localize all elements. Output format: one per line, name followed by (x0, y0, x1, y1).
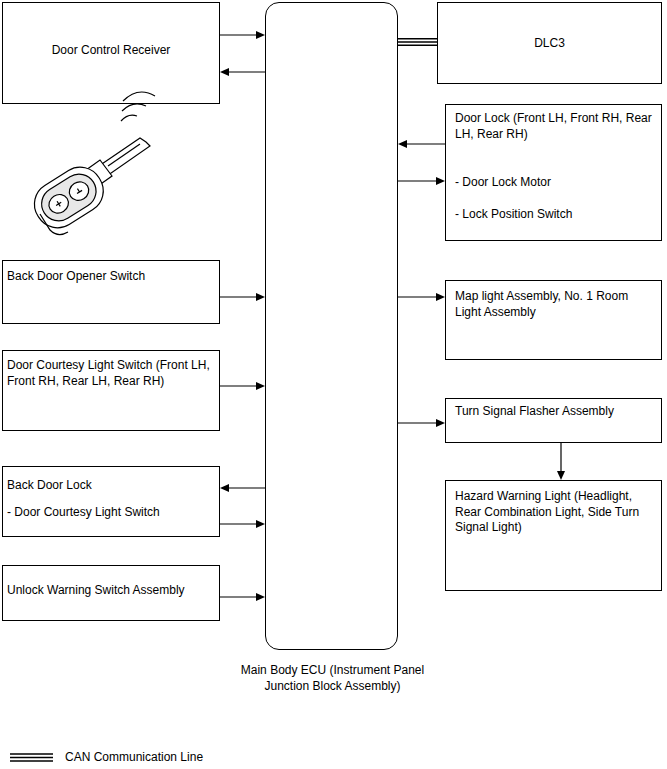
switch-box: Back Door Opener Switch (2, 260, 220, 324)
arrow-head (436, 177, 445, 185)
signal-arrow (398, 419, 445, 427)
node-label: Back Door Opener Switch (7, 269, 215, 285)
node-label: Door Lock (Front LH, Front RH, Rear LH, … (455, 111, 655, 142)
arrow-head (220, 484, 229, 492)
legend-text: CAN Communication Line (65, 750, 203, 766)
node-label: Turn Signal Flasher Assembly (455, 404, 655, 420)
actuator-box: Door Lock (Front LH, Front RH, Rear LH, … (445, 104, 662, 241)
node-label: DLC3 (438, 36, 661, 52)
node-label: Hazard Warning Light (Headlight, Rear Co… (455, 489, 655, 536)
node-caption: Main Body ECU (Instrument Panel Junction… (232, 663, 433, 694)
signal-arrow (398, 140, 445, 148)
signal-arrow (220, 484, 265, 492)
ecu-box: Main Body ECU (Instrument Panel Junction… (265, 2, 398, 650)
node-label: Back Door Lock (7, 478, 215, 494)
arrow-head (557, 471, 565, 480)
signal-arrow (398, 177, 445, 185)
arrow-head (436, 293, 445, 301)
legend-sample (10, 754, 53, 761)
arrow-head (220, 68, 229, 76)
light-box: Map light Assembly, No. 1 Room Light Ass… (445, 280, 662, 360)
node-sublabel: - Door Lock Motor (455, 175, 655, 191)
flasher-box: Turn Signal Flasher Assembly (445, 398, 662, 443)
arrow-head (436, 419, 445, 427)
receiver-box: Door Control Receiver (2, 2, 220, 104)
node-label: Map light Assembly, No. 1 Room Light Ass… (455, 289, 655, 320)
signal-arrow (220, 382, 265, 390)
signal-arrow (220, 520, 265, 528)
node-label: Door Courtesy Light Switch (Front LH, Fr… (7, 358, 215, 389)
signal-arrow (220, 68, 265, 76)
arrow-head (256, 593, 265, 601)
switch-box: Door Courtesy Light Switch (Front LH, Fr… (2, 350, 220, 431)
light-box: Hazard Warning Light (Headlight, Rear Co… (445, 480, 662, 591)
signal-arrow (220, 593, 265, 601)
signal-arrow (557, 443, 565, 480)
arrow-head (256, 520, 265, 528)
lock-box: Back Door Lock - Door Courtesy Light Swit… (2, 466, 220, 537)
signal-arrow (220, 293, 265, 301)
node-sublabel: - Door Courtesy Light Switch (7, 505, 215, 521)
can-line (398, 39, 437, 45)
node-label: Door Control Receiver (3, 43, 219, 59)
arrow-head (256, 293, 265, 301)
arrow-head (256, 382, 265, 390)
key-fob-illustration (26, 92, 155, 236)
arrow-head (256, 31, 265, 39)
signal-arrow (398, 293, 445, 301)
connector-box: DLC3 (437, 2, 662, 84)
arrow-head (398, 140, 407, 148)
node-sublabel: - Lock Position Switch (455, 207, 655, 223)
signal-arrow (220, 31, 265, 39)
node-label: Unlock Warning Switch Assembly (7, 583, 215, 599)
switch-box: Unlock Warning Switch Assembly (2, 565, 220, 621)
